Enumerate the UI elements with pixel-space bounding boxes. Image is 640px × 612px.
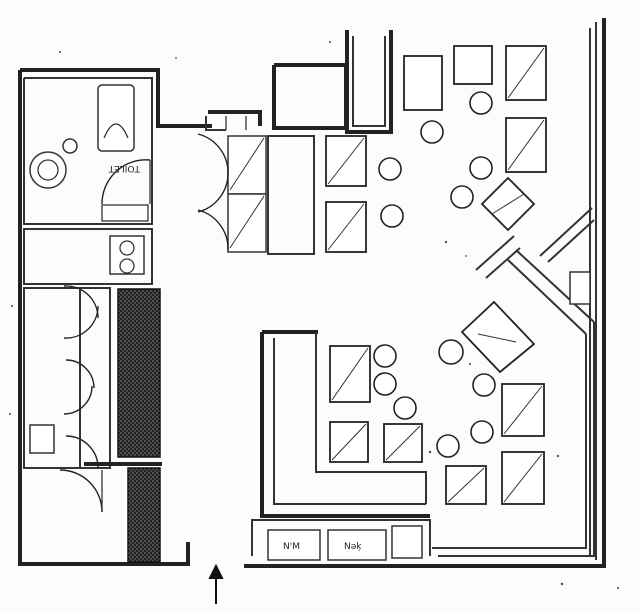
- toilet-room: TOILET: [23, 77, 153, 225]
- dining-area-upper: [325, 45, 547, 253]
- outer-walls: [18, 18, 606, 568]
- entrance-arrow-icon: [208, 563, 224, 604]
- dining-area-lower: [329, 300, 545, 505]
- unit-label-right: Nəķ: [344, 542, 362, 552]
- angled-corridor-walls: [432, 207, 595, 557]
- unit-label-left: N'M: [283, 542, 300, 552]
- booth-counter: N'M Nəķ: [260, 330, 430, 561]
- bar-service-area: [197, 116, 315, 255]
- kitchen-left-block: [23, 228, 162, 563]
- toilet-label: TOILET: [108, 163, 141, 173]
- scan-specks: [9, 41, 619, 589]
